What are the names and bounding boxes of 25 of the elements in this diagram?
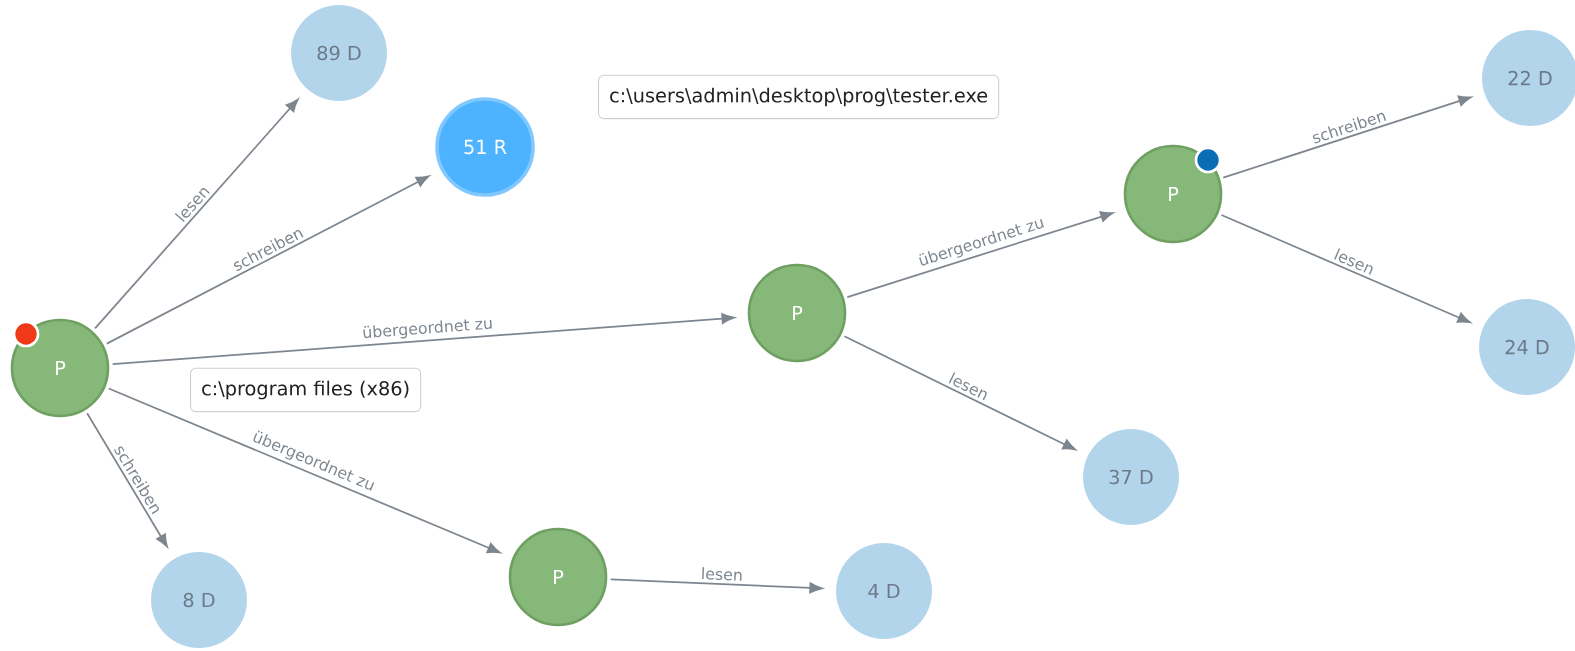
arrow [609, 578, 823, 594]
arrow [111, 313, 735, 365]
process-node: P [747, 263, 847, 363]
process-node: P [10, 318, 110, 418]
edge-label: lesen [698, 565, 746, 583]
data-node: 8 D [151, 552, 247, 648]
arrow [843, 335, 1076, 451]
registry-node: 51 R [435, 97, 535, 197]
arrow [1220, 214, 1471, 324]
data-node: 24 D [1479, 299, 1575, 395]
arrow [86, 412, 168, 548]
tooltip-box: c:\users\admin\desktop\prog\tester.exe [598, 74, 1000, 120]
process-node: P [1123, 144, 1223, 244]
edge-label: übergeordnet zu [359, 314, 496, 344]
data-node: 37 D [1083, 429, 1179, 525]
data-node: 89 D [291, 5, 387, 101]
data-node: 4 D [836, 543, 932, 639]
arrow [94, 98, 299, 330]
arrow [1222, 95, 1472, 179]
tooltip-box: c:\program files (x86) [190, 367, 422, 413]
data-node: 22 D [1482, 30, 1575, 126]
process-node: P [508, 527, 608, 627]
arrow [846, 211, 1114, 298]
arrow [107, 387, 501, 554]
arrow [106, 175, 430, 345]
